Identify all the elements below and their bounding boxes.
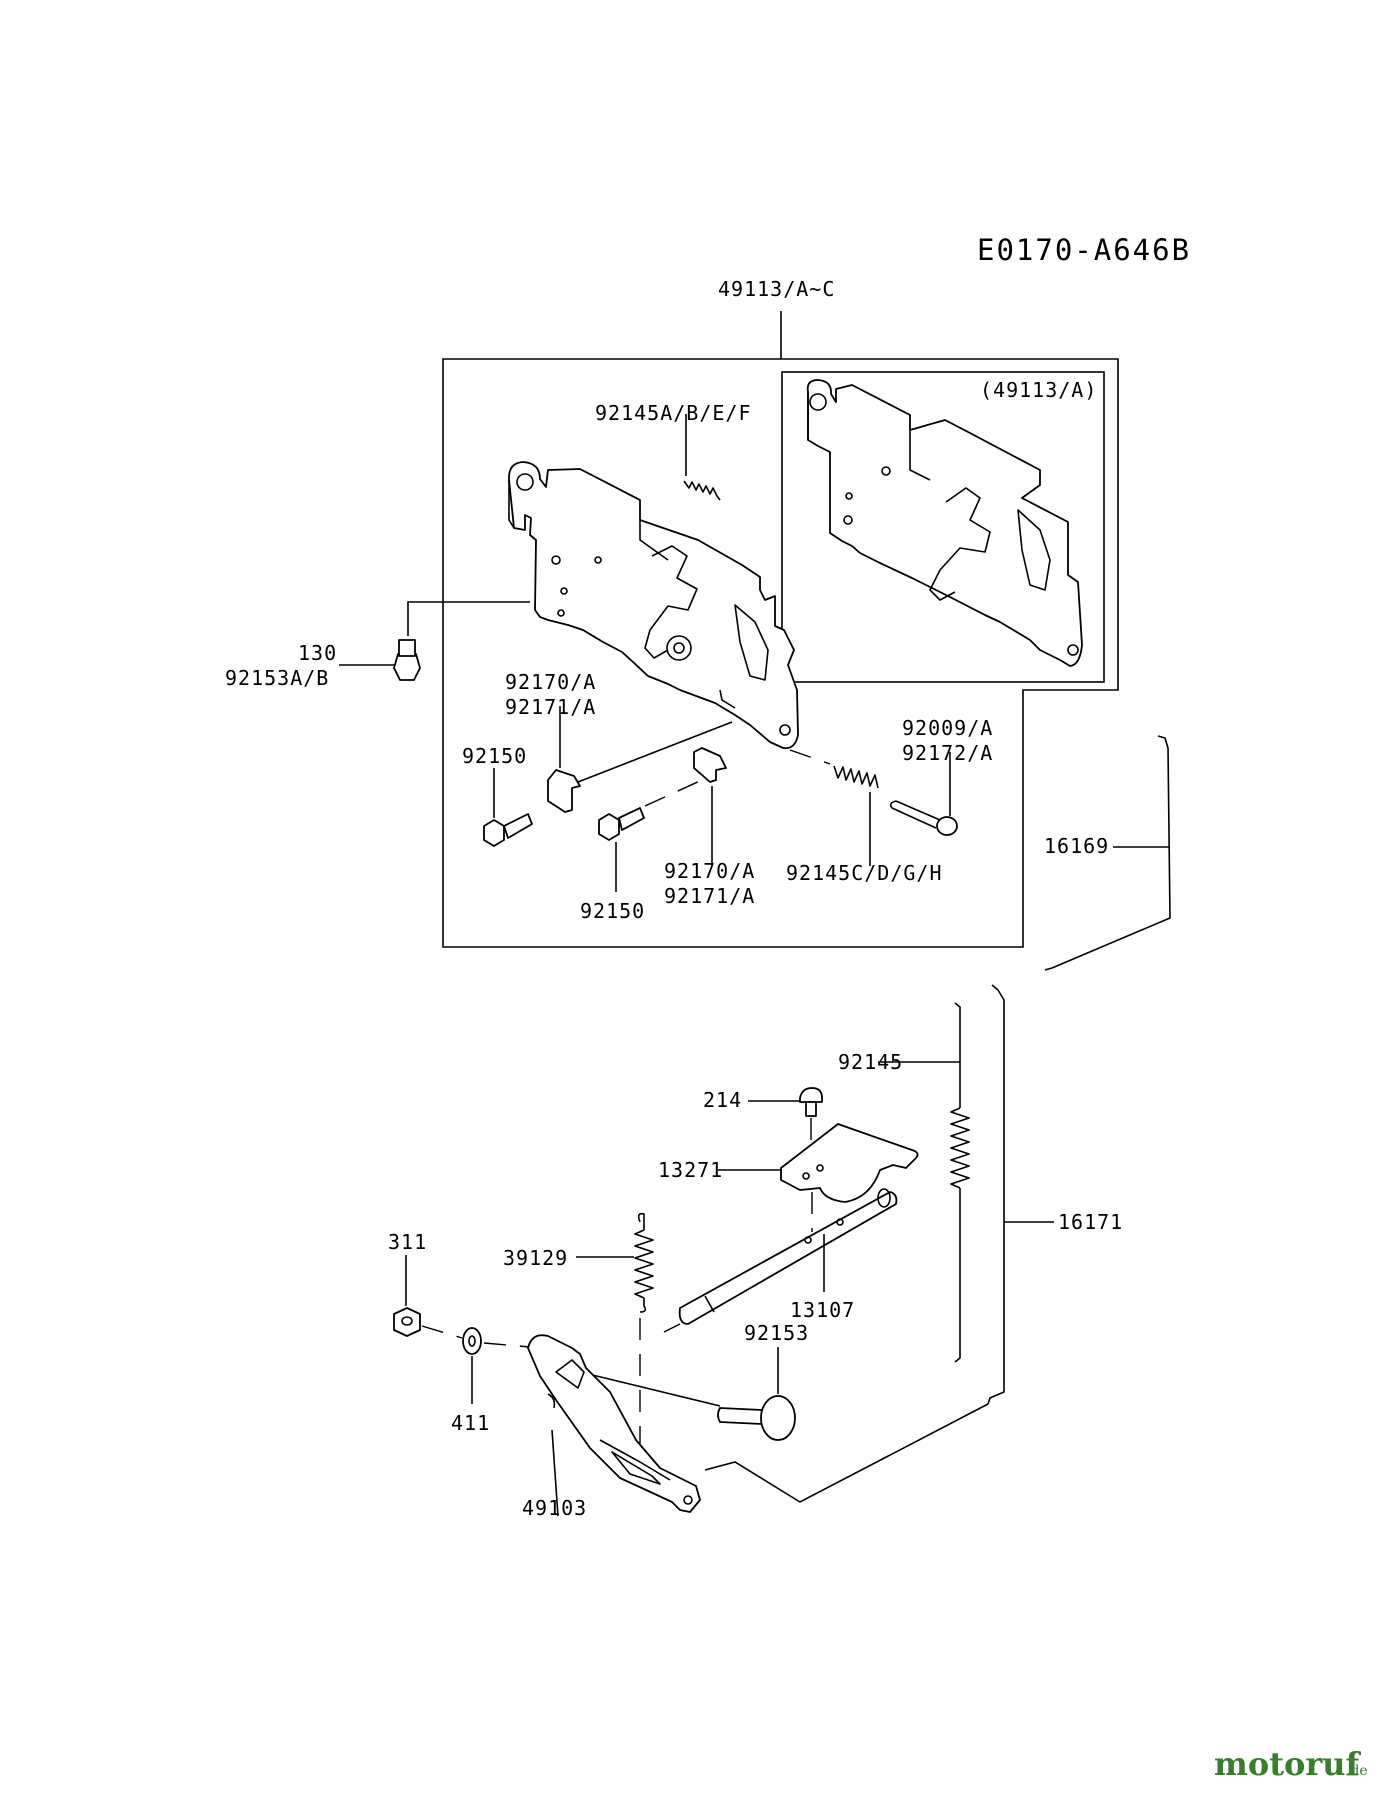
screw-92150-center — [598, 779, 703, 892]
label-rod-16171: 16171 — [1058, 1210, 1123, 1234]
label-spring-92145: 92145 — [838, 1050, 903, 1074]
label-bolt-130: 130 — [298, 641, 337, 665]
clip-a — [547, 706, 733, 813]
clip-b — [693, 747, 727, 866]
label-shaft-13107: 13107 — [790, 1298, 855, 1322]
label-assembly: 49113/A~C — [718, 277, 835, 301]
nut-311 — [393, 1255, 463, 1339]
plate-13271 — [718, 1123, 919, 1203]
label-plate-13271: 13271 — [658, 1158, 723, 1182]
bolt-130 — [393, 601, 530, 681]
label-clip-a-1: 92170/A — [505, 670, 596, 694]
label-spring-cdgh: 92145C/D/G/H — [786, 861, 943, 885]
assembly-box — [442, 311, 1119, 948]
watermark-text: motoruf — [1214, 1745, 1361, 1783]
label-spring-39129: 39129 — [503, 1246, 568, 1270]
diagram-code: E0170-A646B — [977, 233, 1191, 267]
shaft-13107 — [663, 1188, 898, 1333]
label-bolt-214: 214 — [703, 1088, 742, 1112]
label-rod-16169: 16169 — [1044, 834, 1109, 858]
bolt-214 — [748, 1087, 823, 1162]
label-nut-311: 311 — [388, 1230, 427, 1254]
spring-92145 — [878, 1002, 970, 1363]
spring-top — [683, 480, 721, 501]
rod-16169 — [1044, 735, 1171, 971]
label-clip-b-1: 92170/A — [664, 859, 755, 883]
lever-49103 — [527, 1334, 701, 1517]
label-washer-411: 411 — [451, 1411, 490, 1435]
label-clip-b-2: 92171/A — [664, 884, 755, 908]
label-pin-92153: 92153 — [744, 1321, 809, 1345]
pin-92153 — [579, 1347, 796, 1441]
inset-box — [781, 371, 1105, 683]
label-screw-2: 92172/A — [902, 741, 993, 765]
label-lever-49103: 49103 — [522, 1496, 587, 1520]
label-screw-92150-a: 92150 — [462, 744, 527, 768]
main-control-plate — [508, 461, 799, 750]
rod-16171 — [704, 984, 1054, 1503]
spring-cdgh — [789, 749, 879, 866]
watermark: motoruf .de — [1214, 1745, 1368, 1783]
screw-92150-left — [483, 768, 533, 847]
washer-411 — [462, 1327, 531, 1404]
label-screw-1: 92009/A — [902, 716, 993, 740]
label-screw-92150-b: 92150 — [580, 899, 645, 923]
watermark-domain: .de — [1346, 1763, 1368, 1779]
label-inset: (49113/A) — [980, 378, 1097, 402]
screw-92009 — [889, 752, 958, 836]
label-spring-top: 92145A/B/E/F — [595, 401, 752, 425]
label-clip-a-2: 92171/A — [505, 695, 596, 719]
inset-control-plate — [806, 379, 1083, 667]
label-bolt-92153ab: 92153A/B — [225, 666, 329, 690]
